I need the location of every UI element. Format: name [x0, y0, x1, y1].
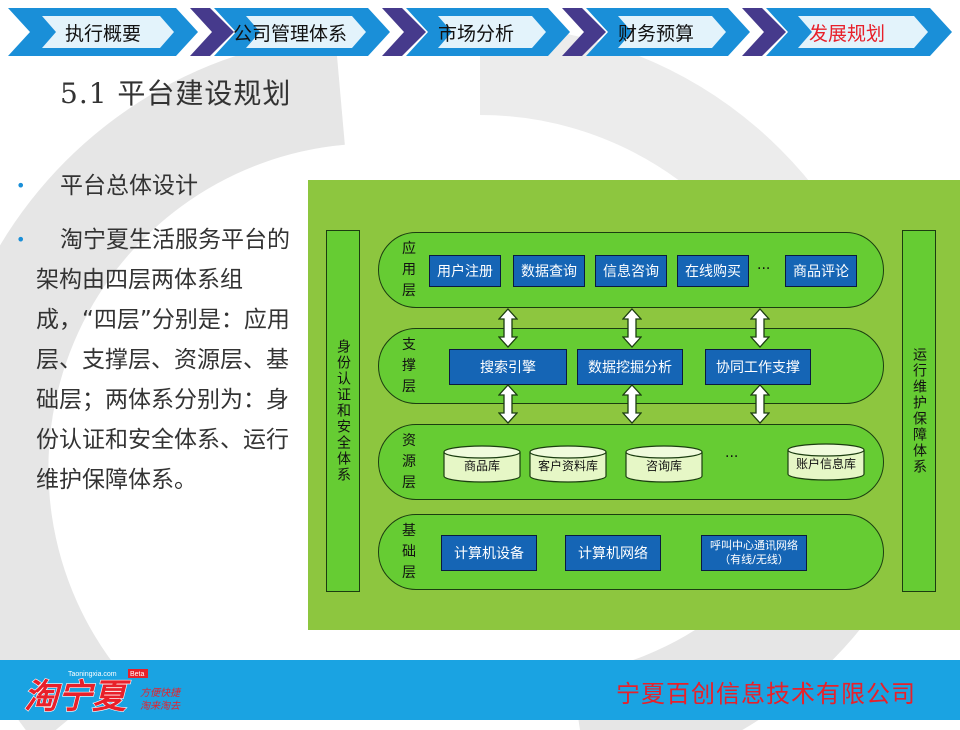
- layer-name: 支撑层: [402, 337, 416, 395]
- db-label: 客户资料库: [537, 459, 598, 473]
- nav-item-label: 财务预算: [617, 22, 694, 45]
- base-layer: 基础层 计算机设备 计算机网络 呼叫中心通讯网络（有线/无线）: [378, 514, 884, 590]
- database-cylinder-icon: [443, 445, 521, 483]
- footer-bar: 淘宁夏 Taoningxia.com Beta 方便快捷 淘来淘去 宁夏百创信息…: [0, 660, 960, 720]
- db-label: 商品库: [463, 459, 500, 473]
- nav-item-label: 公司管理体系: [232, 22, 347, 45]
- taoningxia-logo: 淘宁夏 Taoningxia.com Beta 方便快捷 淘来淘去: [23, 669, 182, 714]
- bullet-paragraph: 淘宁夏生活服务平台的架构由四层两体系组成，“四层”分别是：应用层、支撑层、资源层…: [36, 227, 290, 493]
- double-arrow-icon: [498, 384, 518, 424]
- bullet-heading: 平台总体设计: [60, 173, 198, 199]
- base-box-computer-network: 计算机网络: [565, 535, 661, 571]
- svg-text:Taoningxia.com: Taoningxia.com: [68, 671, 117, 678]
- security-system-column: 身份认证和安全体系: [326, 230, 360, 592]
- support-box-collaboration: 协同工作支撑: [705, 349, 811, 385]
- base-box-call-center: 呼叫中心通讯网络（有线/无线）: [701, 535, 807, 571]
- database-cylinder-icon: [529, 445, 607, 483]
- company-name: 宁夏百创信息技术有限公司: [616, 680, 916, 708]
- nav-item-development-plan[interactable]: 发展规划: [742, 8, 952, 56]
- nav-item-executive-summary[interactable]: 执行概要: [8, 8, 198, 56]
- db-consultation: 咨询库: [625, 445, 703, 483]
- nav-item-market-analysis[interactable]: 市场分析: [382, 8, 570, 56]
- nav-item-label: 市场分析: [437, 22, 514, 45]
- slide-title: 5.1 平台建设规划: [60, 77, 292, 110]
- svg-text:淘宁夏: 淘宁夏: [24, 678, 131, 714]
- app-ellipsis: ···: [757, 261, 771, 277]
- db-account: 账户信息库: [787, 443, 865, 481]
- db-product: 商品库: [443, 445, 521, 483]
- double-arrow-icon: [622, 308, 642, 348]
- architecture-diagram: 身份认证和安全体系 运行维护保障体系 应用层 用户注册 数据查询 信息咨询 在线…: [308, 180, 960, 630]
- layer-name: 基础层: [402, 523, 416, 581]
- layer-name: 应用层: [402, 241, 416, 299]
- svg-text:淘来淘去: 淘来淘去: [140, 700, 181, 712]
- double-arrow-icon: [750, 384, 770, 424]
- bullet-dot-icon: •: [16, 230, 26, 249]
- application-layer: 应用层 用户注册 数据查询 信息咨询 在线购买 ··· 商品评论: [378, 232, 884, 308]
- resource-layer: 资源层 商品库 客户资料库 咨询库 ···: [378, 424, 884, 500]
- nav-bar: 执行概要 公司管理体系 市场分析 财务预算 发展规划: [0, 0, 960, 64]
- double-arrow-icon: [622, 384, 642, 424]
- bullet-dot-icon: •: [16, 176, 26, 195]
- maintenance-system-label: 运行维护保障体系: [911, 347, 927, 475]
- db-customer: 客户资料库: [529, 445, 607, 483]
- maintenance-system-column: 运行维护保障体系: [902, 230, 936, 592]
- nav-item-management[interactable]: 公司管理体系: [190, 8, 390, 56]
- support-box-search-engine: 搜索引擎: [449, 349, 567, 385]
- app-box-data-query: 数据查询: [513, 255, 585, 287]
- nav-item-financial-budget[interactable]: 财务预算: [562, 8, 750, 56]
- nav-item-label: 发展规划: [808, 22, 885, 45]
- resource-ellipsis: ···: [725, 449, 739, 465]
- database-cylinder-icon: [787, 443, 865, 481]
- nav-item-label: 执行概要: [64, 22, 141, 45]
- db-label: 咨询库: [645, 459, 682, 473]
- database-cylinder-icon: [625, 445, 703, 483]
- app-box-info-consult: 信息咨询: [595, 255, 667, 287]
- svg-text:Beta: Beta: [130, 671, 145, 678]
- app-box-online-purchase: 在线购买: [677, 255, 749, 287]
- support-box-data-mining: 数据挖掘分析: [577, 349, 683, 385]
- double-arrow-icon: [498, 308, 518, 348]
- db-label: 账户信息库: [795, 457, 856, 471]
- base-box-computer-equipment: 计算机设备: [441, 535, 537, 571]
- app-box-product-review: 商品评论: [785, 255, 857, 287]
- app-box-user-register: 用户注册: [429, 255, 501, 287]
- double-arrow-icon: [750, 308, 770, 348]
- svg-text:方便快捷: 方便快捷: [140, 687, 182, 699]
- layer-name: 资源层: [402, 433, 416, 491]
- security-system-label: 身份认证和安全体系: [335, 339, 351, 483]
